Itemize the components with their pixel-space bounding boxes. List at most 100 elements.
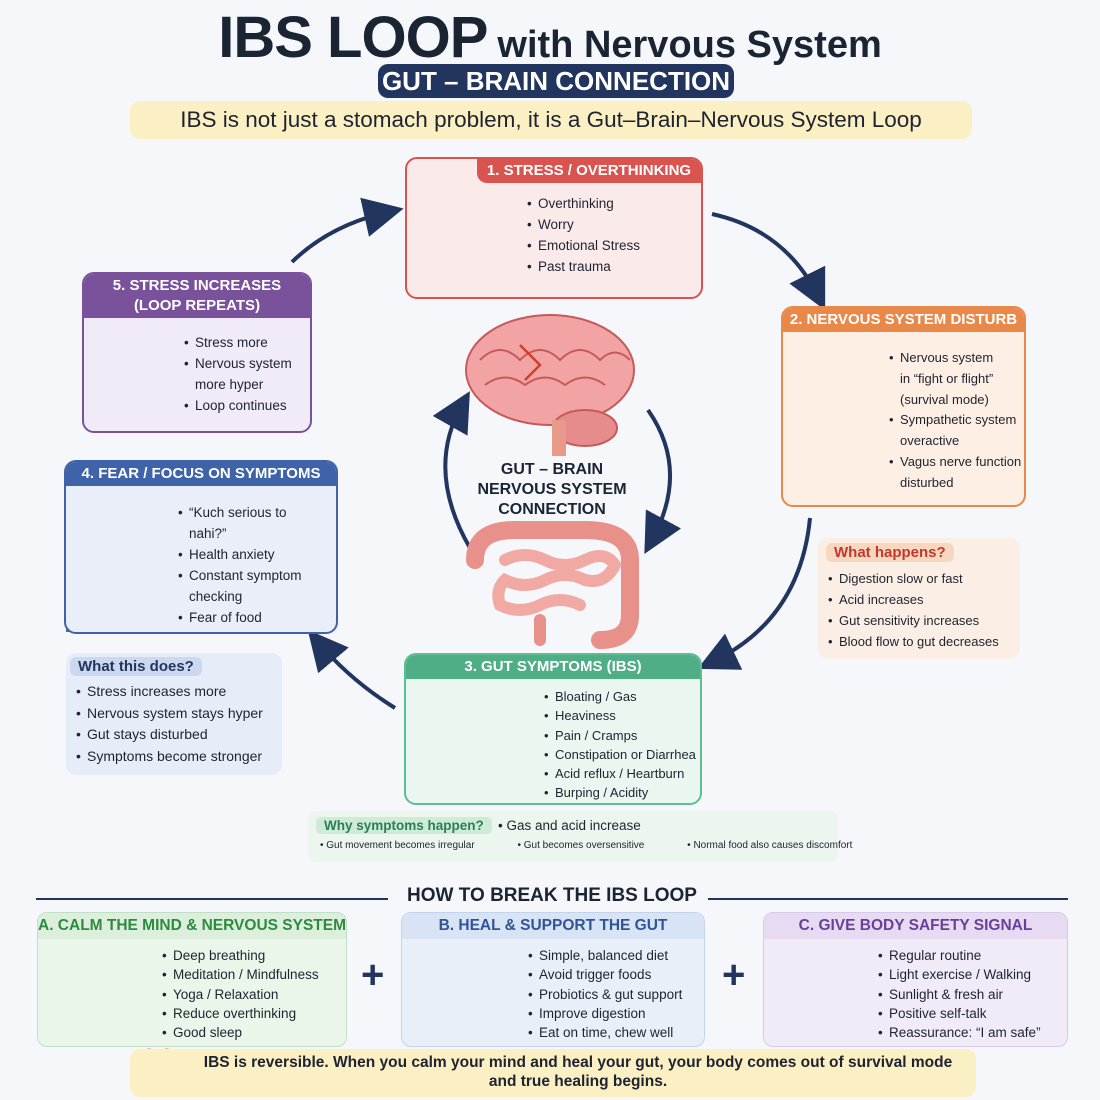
what-does-tag: What this does? [70, 657, 202, 676]
card-stress-list: Overthinking Worry Emotional Stress Past… [527, 193, 640, 277]
inner-arrow-right [644, 408, 682, 555]
card-fear-title: 4. FEAR / FOCUS ON SYMPTOMS [66, 462, 336, 486]
what-happens-list: Digestion slow or fast Acid increases Gu… [828, 568, 1020, 652]
list-item: Symptoms become stronger [76, 746, 282, 768]
list-item: Vagus nerve function [889, 452, 1021, 473]
what-does-list: Stress increases more Nervous system sta… [76, 681, 282, 767]
list-item: Gut sensitivity increases [828, 610, 1020, 631]
plus-icon: + [722, 953, 746, 997]
list-item: Fear of food [178, 607, 302, 628]
box-safety-signal: C. GIVE BODY SAFETY SIGNAL Regular routi… [763, 912, 1068, 1047]
list-item: • Gut becomes oversensitive [517, 840, 645, 851]
center-connection-label: GUT – BRAIN NERVOUS SYSTEM CONNECTION [452, 460, 652, 520]
card-gut-symptoms: 3. GUT SYMPTOMS (IBS) Bloating / Gas Hea… [404, 653, 702, 805]
list-item: Bloating / Gas [544, 687, 696, 707]
list-item: Health anxiety [178, 544, 302, 565]
list-item: Deep breathing [162, 946, 319, 966]
list-item: Loop continues [184, 395, 292, 416]
list-item-cont: overactive [900, 433, 960, 449]
divider [708, 898, 1068, 900]
center-line3: CONNECTION [498, 501, 606, 518]
list-item: Eat on time, chew well [528, 1023, 682, 1043]
box-calm-list: Deep breathing Meditation / Mindfulness … [162, 946, 319, 1043]
list-item-cont: nahi?” [189, 526, 227, 541]
box-safety-list: Regular routine Light exercise / Walking… [878, 946, 1041, 1043]
list-item-cont: more hyper [195, 377, 264, 392]
box-safety-title: C. GIVE BODY SAFETY SIGNAL [764, 913, 1067, 939]
box-calm-mind: A. CALM THE MIND & NERVOUS SYSTEM Deep b… [37, 912, 347, 1047]
list-item: Improve digestion [528, 1004, 682, 1024]
brain-illustration [465, 314, 635, 456]
card-loop-repeats: 5. STRESS INCREASES (LOOP REPEATS) Stres… [82, 272, 312, 433]
footer-line1: IBS is reversible. When you calm your mi… [203, 1054, 953, 1071]
list-item: Sympathetic system [889, 410, 1021, 431]
list-item: Acid reflux / Heartburn [544, 764, 696, 784]
card-stress-overthinking: 1. STRESS / OVERTHINKING Overthinking Wo… [405, 157, 703, 299]
list-item: Nervous system [184, 353, 292, 374]
what-happens-note: What happens? Digestion slow or fast Aci… [818, 538, 1020, 659]
break-loop-heading: HOW TO BREAK THE IBS LOOP [36, 885, 1068, 907]
list-item: Regular routine [878, 946, 1041, 966]
what-happens-tag: What happens? [826, 543, 954, 562]
card-gut-title: 3. GUT SYMPTOMS (IBS) [406, 655, 700, 679]
card-nervous-title: 2. NERVOUS SYSTEM DISTURB [783, 308, 1024, 332]
intestine-illustration [466, 521, 639, 649]
box-heal-title: B. HEAL & SUPPORT THE GUT [402, 913, 704, 939]
card-nervous-list: Nervous system in “fight or flight” (sur… [889, 348, 1021, 494]
plus-icon: + [361, 953, 385, 997]
list-item: Reassurance: “I am safe” [878, 1023, 1041, 1043]
list-item: Constipation or Diarrhea [544, 745, 696, 765]
footer-text: IBS is reversible. When you calm your mi… [190, 1053, 966, 1091]
arrow-gut-to-fear [307, 629, 397, 710]
list-item: Positive self-talk [878, 1004, 1041, 1024]
center-line1: GUT – BRAIN [500, 461, 604, 478]
list-item: “Kuch serious to [178, 502, 302, 523]
list-item: Gut stays disturbed [76, 724, 282, 746]
footer-banner: IBS is reversible. When you calm your mi… [130, 1049, 976, 1097]
box-calm-title: A. CALM THE MIND & NERVOUS SYSTEM [38, 913, 346, 939]
list-item: Acid increases [828, 589, 1020, 610]
list-item: Constant symptom [178, 565, 302, 586]
card-loop-title-line2: (LOOP REPEATS) [133, 297, 261, 314]
title-sub: with Nervous System [497, 24, 882, 66]
list-item: Yoga / Relaxation [162, 985, 319, 1005]
card-nervous-system: 2. NERVOUS SYSTEM DISTURB Nervous system… [781, 306, 1026, 507]
list-item: Nervous system stays hyper [76, 703, 282, 725]
list-item-cont: (survival mode) [900, 391, 989, 407]
card-fear-list: “Kuch serious to nahi?” Health anxiety C… [178, 502, 302, 628]
list-item: Past trauma [527, 256, 640, 277]
list-item: Probiotics & gut support [528, 985, 682, 1005]
subtitle-pill: GUT – BRAIN CONNECTION [378, 64, 734, 98]
list-item: Heaviness [544, 706, 696, 726]
list-item: Light exercise / Walking [878, 965, 1041, 985]
list-item: Nervous system [889, 348, 1021, 369]
why-tag: Why symptoms happen? [316, 817, 492, 834]
card-loop-title-line1: 5. STRESS INCREASES [112, 277, 282, 294]
list-item: Blood flow to gut decreases [828, 631, 1020, 652]
why-symptoms-note: Why symptoms happen? • Gas and acid incr… [308, 811, 852, 862]
why-main: • Gas and acid increase [498, 818, 641, 833]
list-item: Stress increases more [76, 681, 282, 703]
arrow-nervous-to-gut [697, 517, 812, 670]
card-loop-list: Stress more Nervous system more hyper Lo… [184, 332, 292, 416]
title-main: IBS LOOP [218, 5, 488, 70]
list-item: Burping / Acidity [544, 783, 696, 803]
card-fear-focus: 4. FEAR / FOCUS ON SYMPTOMS “Kuch seriou… [64, 460, 338, 634]
why-main-text: Gas and acid increase [506, 818, 641, 833]
divider [36, 898, 388, 900]
list-item: Digestion slow or fast [828, 568, 1020, 589]
arrow-stress-to-nervous [711, 212, 826, 311]
why-list: • Gut movement becomes irregular • Gut b… [320, 840, 892, 851]
list-item: • Gut movement becomes irregular [320, 840, 475, 851]
list-item: Worry [527, 214, 640, 235]
card-loop-title: 5. STRESS INCREASES (LOOP REPEATS) [84, 274, 310, 318]
intro-banner: IBS is not just a stomach problem, it is… [130, 101, 972, 139]
footer-line2: and true healing begins. [488, 1073, 668, 1090]
list-item-cont: checking [189, 589, 243, 604]
inner-arrow-left [432, 391, 472, 549]
list-item: Overthinking [527, 193, 640, 214]
card-gut-list: Bloating / Gas Heaviness Pain / Cramps C… [544, 687, 696, 803]
list-item: Avoid trigger foods [528, 965, 682, 985]
center-line2: NERVOUS SYSTEM [477, 481, 627, 498]
